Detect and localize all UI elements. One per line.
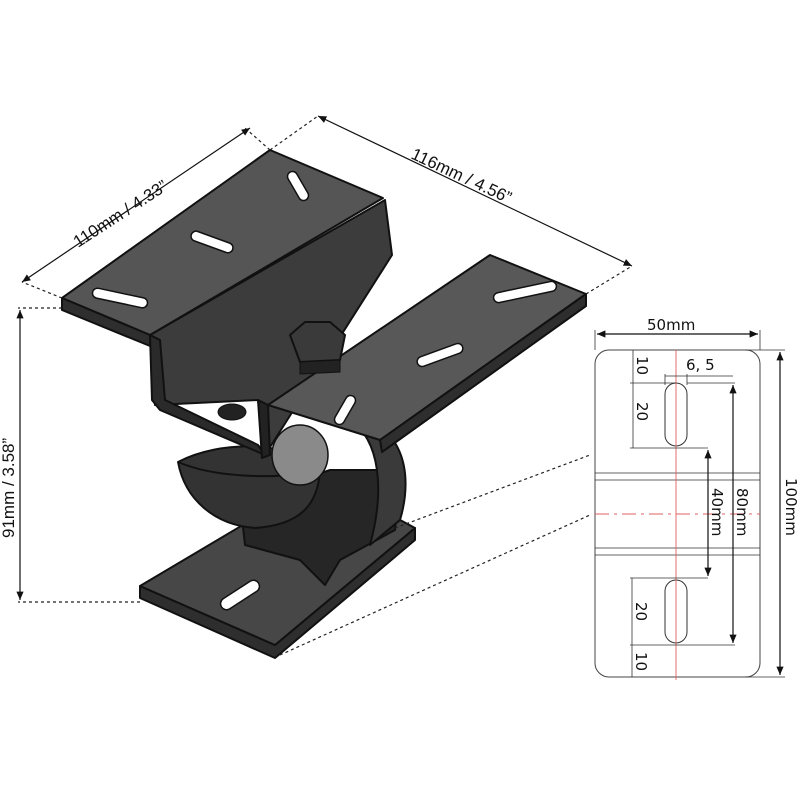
slot-width-label: 6, 5 bbox=[686, 356, 715, 374]
slot-outer-label: 80mm bbox=[733, 488, 751, 536]
depth-top-label: 116mm / 4.56” bbox=[408, 144, 515, 207]
bolt-icon bbox=[289, 321, 346, 363]
base-plate-detail bbox=[594, 330, 785, 680]
detail-height-label: 100mm bbox=[782, 478, 800, 536]
slot-bottom-label: 20 bbox=[632, 602, 650, 621]
edge-top-label: 10 bbox=[633, 356, 651, 375]
height-label: 91mm / 3.58” bbox=[0, 438, 18, 538]
bracket-3d bbox=[61, 149, 587, 659]
detail-width-label: 50mm bbox=[647, 316, 695, 334]
dimension-lines bbox=[16, 115, 633, 656]
slot-top-label: 20 bbox=[633, 402, 651, 421]
edge-bottom-label: 10 bbox=[632, 652, 650, 671]
slot-spacing-label: 40mm bbox=[708, 488, 726, 536]
